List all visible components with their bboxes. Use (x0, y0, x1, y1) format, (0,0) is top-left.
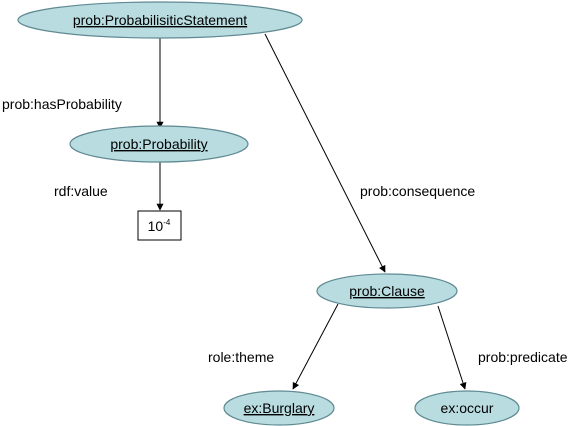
edge-label-consequence: prob:consequence (360, 183, 475, 199)
edge-label-rdf-value: rdf:value (54, 183, 108, 199)
node-probabilistic-statement[interactable]: prob:ProbabilisiticStatement (17, 1, 303, 39)
node-label-probability: prob:Probability (110, 136, 207, 152)
edge-theme (292, 303, 339, 390)
literal-base: 10 (148, 218, 164, 234)
node-label-burglary: ex:Burglary (244, 400, 315, 416)
literal-value-box: 10-4 (137, 210, 182, 241)
node-label-clause: prob:Clause (349, 283, 425, 299)
node-occur[interactable]: ex:occur (414, 390, 520, 426)
node-label-occur: ex:occur (441, 400, 494, 416)
edge-predicate (437, 305, 467, 390)
node-burglary[interactable]: ex:Burglary (223, 390, 335, 426)
edge-consequence (264, 33, 386, 273)
node-probability[interactable]: prob:Probability (69, 125, 249, 163)
edge-label-theme: role:theme (208, 349, 274, 365)
literal-exponent: -4 (163, 218, 171, 227)
literal-value: 10-4 (148, 218, 171, 234)
node-clause[interactable]: prob:Clause (316, 273, 458, 309)
node-label-probabilistic-statement: prob:ProbabilisiticStatement (73, 12, 247, 28)
edge-label-predicate: prob:predicate (478, 349, 568, 365)
edge-label-has-probability: prob:hasProbability (2, 96, 122, 112)
